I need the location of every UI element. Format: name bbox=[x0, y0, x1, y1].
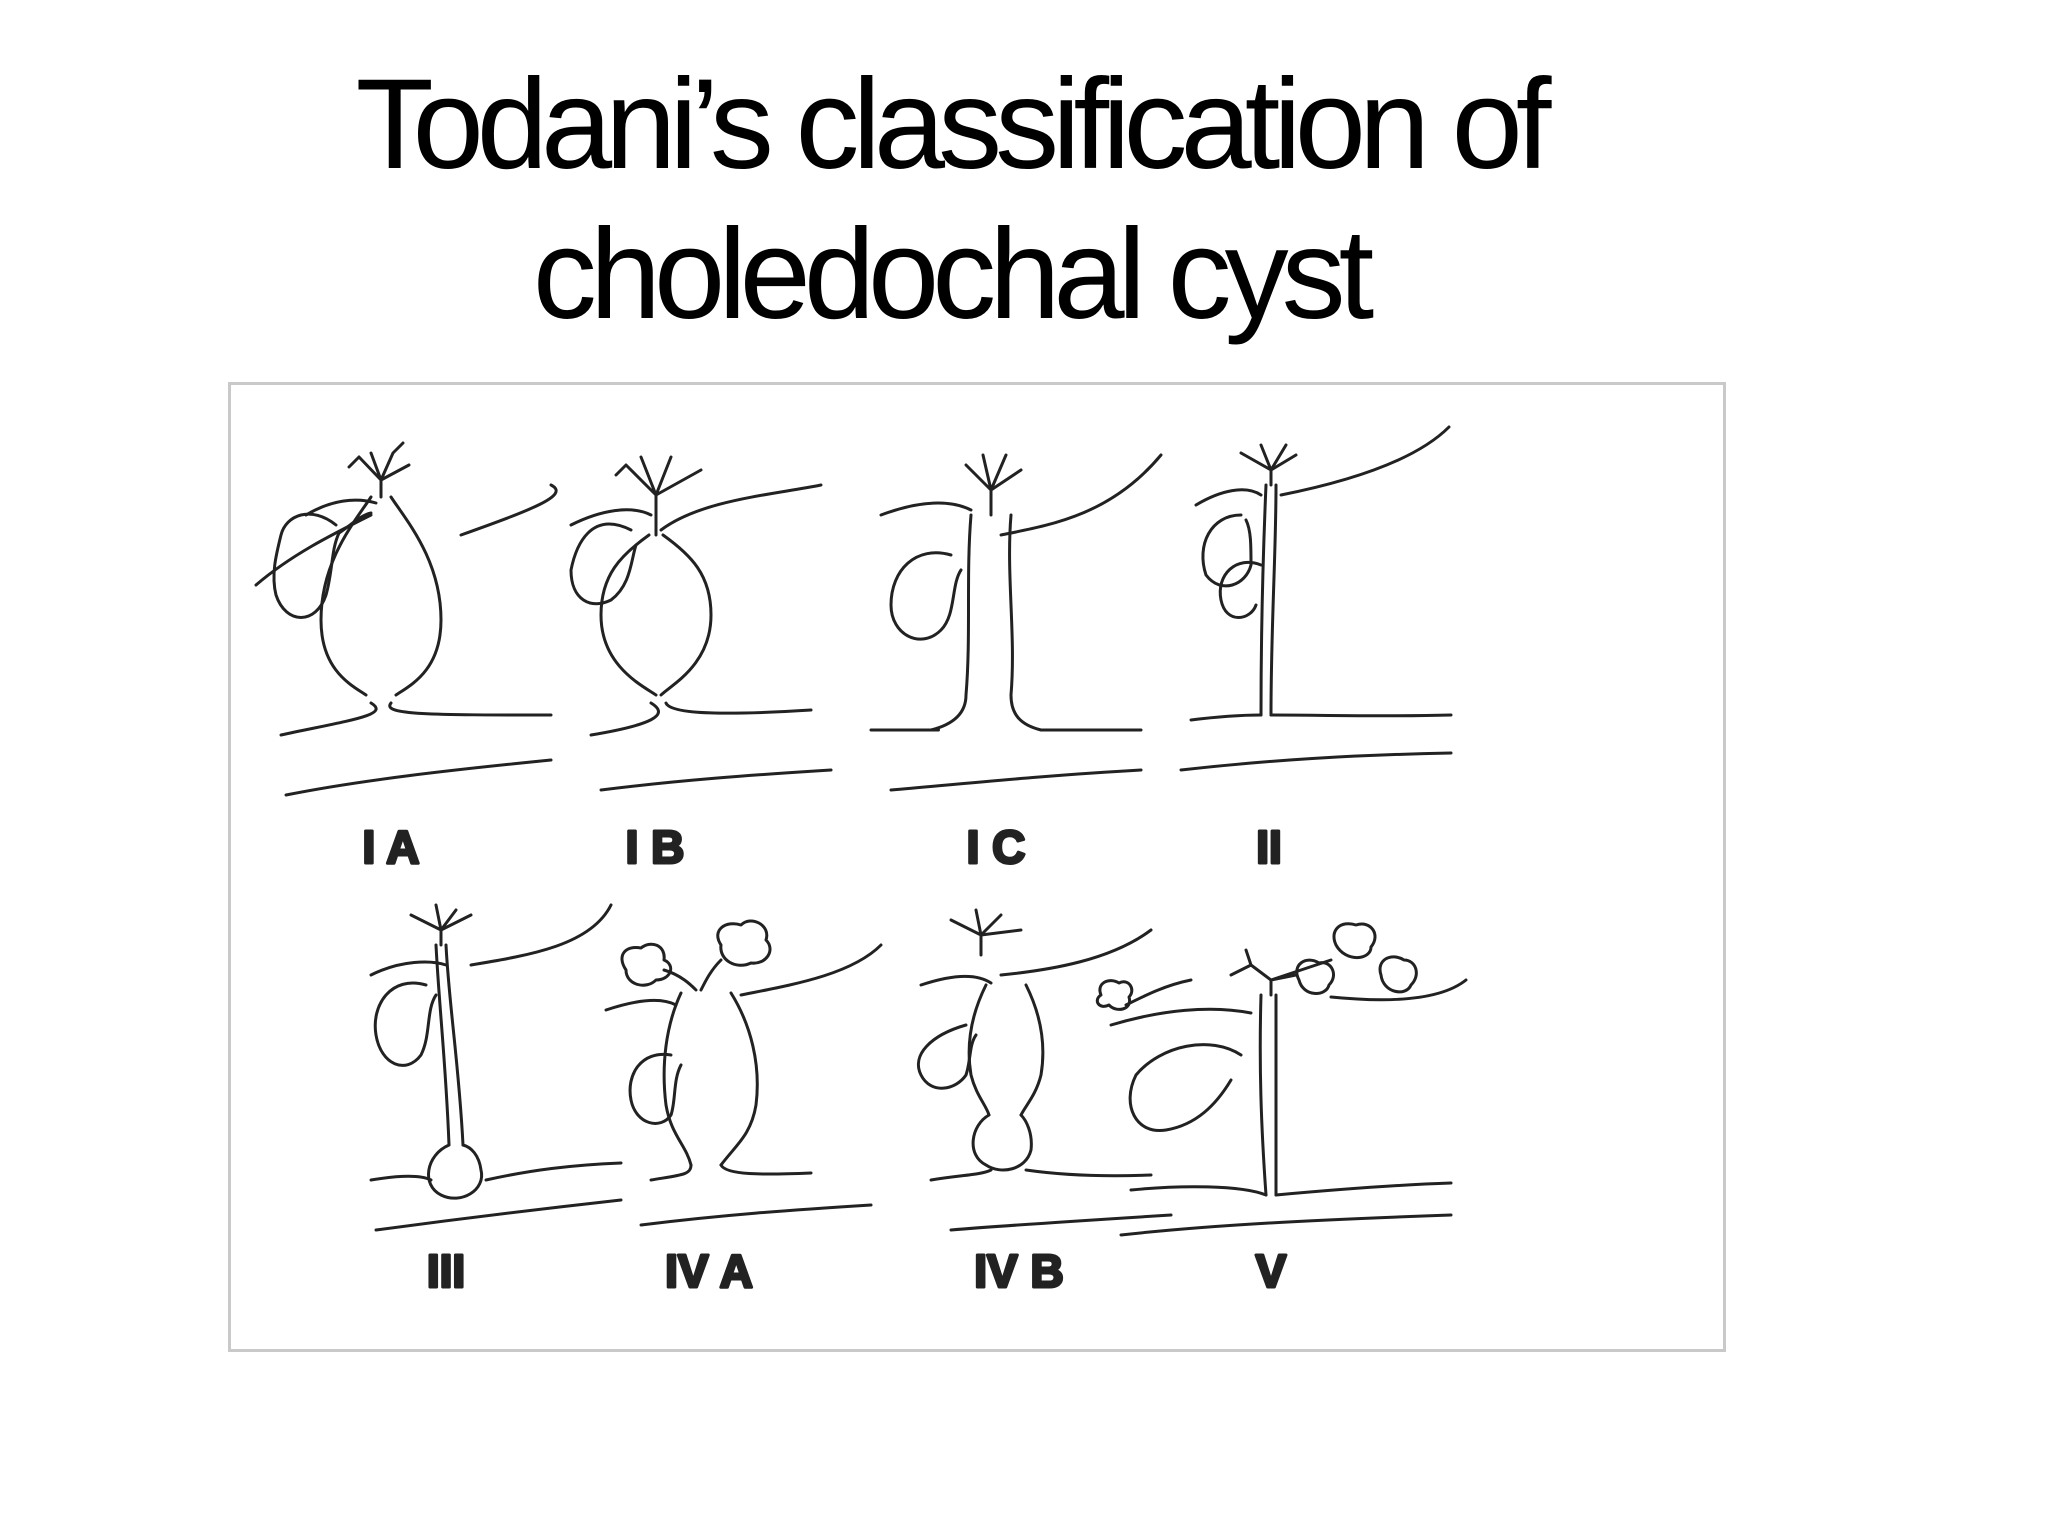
intrahepatic-ducts bbox=[1229, 948, 1333, 997]
intrahepatic-ducts bbox=[964, 453, 1023, 517]
intrahepatic-ducts bbox=[614, 455, 703, 537]
gallbladder bbox=[916, 974, 993, 1090]
extrahepatic-cyst bbox=[967, 983, 1045, 1117]
gallbladder bbox=[604, 999, 683, 1125]
diverticulum bbox=[1218, 561, 1263, 619]
choledochocele bbox=[427, 1143, 484, 1200]
choledochocele bbox=[971, 1113, 1033, 1172]
common-bile-duct bbox=[434, 943, 465, 1147]
duodenum bbox=[1119, 1181, 1453, 1237]
duodenum bbox=[869, 728, 1143, 792]
type-label-ib: I B bbox=[626, 821, 685, 873]
slide-title-line-2: choledochal cyst bbox=[532, 203, 1374, 346]
duodenum bbox=[929, 1168, 1173, 1232]
diagram-type-ib: I B bbox=[569, 455, 833, 875]
liver-edge bbox=[999, 928, 1153, 977]
type-label-iva: IV A bbox=[665, 1245, 753, 1297]
extrahepatic-cyst bbox=[662, 991, 759, 1167]
type-label-ii: II bbox=[1256, 821, 1282, 873]
type-label-iii: III bbox=[427, 1245, 465, 1297]
diagram-type-v: V bbox=[1095, 922, 1468, 1299]
gallbladder bbox=[254, 498, 378, 619]
duodenum bbox=[369, 1161, 623, 1232]
type-label-ivb: IV B bbox=[974, 1245, 1063, 1297]
liver-edge bbox=[999, 453, 1163, 537]
intrahepatic-ducts bbox=[409, 903, 473, 947]
liver-edge bbox=[739, 943, 883, 997]
liver-edge bbox=[659, 483, 823, 532]
focal-cyst bbox=[599, 533, 713, 697]
todani-classification-figure: I A I B bbox=[228, 382, 1726, 1352]
gallbladder bbox=[569, 508, 653, 606]
type-label-ia: I A bbox=[362, 821, 419, 873]
common-bile-duct bbox=[1258, 993, 1278, 1197]
duodenum bbox=[589, 701, 833, 792]
diagram-type-ia: I A bbox=[254, 441, 558, 875]
diagram-type-ivb: IV B bbox=[916, 908, 1173, 1299]
type-label-ic: I C bbox=[967, 821, 1026, 873]
gallbladder bbox=[369, 960, 448, 1067]
diagram-type-iva: IV A bbox=[604, 919, 883, 1299]
slide-title-line-1: Todani’s classification of bbox=[355, 53, 1552, 196]
gallbladder bbox=[1194, 488, 1263, 588]
type-label-v: V bbox=[1256, 1245, 1287, 1297]
diagram-type-ic: I C bbox=[869, 453, 1163, 875]
gallbladder bbox=[1109, 1007, 1253, 1132]
diagram-type-ii: II bbox=[1179, 425, 1453, 875]
liver-edge bbox=[1329, 978, 1468, 1002]
slide-title: Todani’s classification of choledochal c… bbox=[0, 50, 1900, 350]
intrahepatic-cysts bbox=[620, 919, 772, 992]
gallbladder bbox=[879, 501, 973, 641]
diagram-type-iii: III bbox=[369, 903, 623, 1299]
duodenum bbox=[279, 701, 553, 797]
common-bile-duct bbox=[1259, 483, 1278, 717]
duodenum bbox=[1179, 713, 1453, 772]
liver-edge bbox=[1279, 425, 1451, 497]
duodenum bbox=[639, 1163, 873, 1227]
intrahepatic-cysts bbox=[1095, 922, 1418, 1011]
liver-edge bbox=[469, 903, 613, 967]
intrahepatic-ducts bbox=[949, 908, 1023, 957]
cylindrical-cyst bbox=[929, 513, 1043, 732]
intrahepatic-ducts bbox=[347, 441, 411, 499]
fusiform-cyst bbox=[319, 495, 443, 697]
liver-edge bbox=[459, 483, 558, 537]
intrahepatic-ducts bbox=[1239, 443, 1298, 487]
